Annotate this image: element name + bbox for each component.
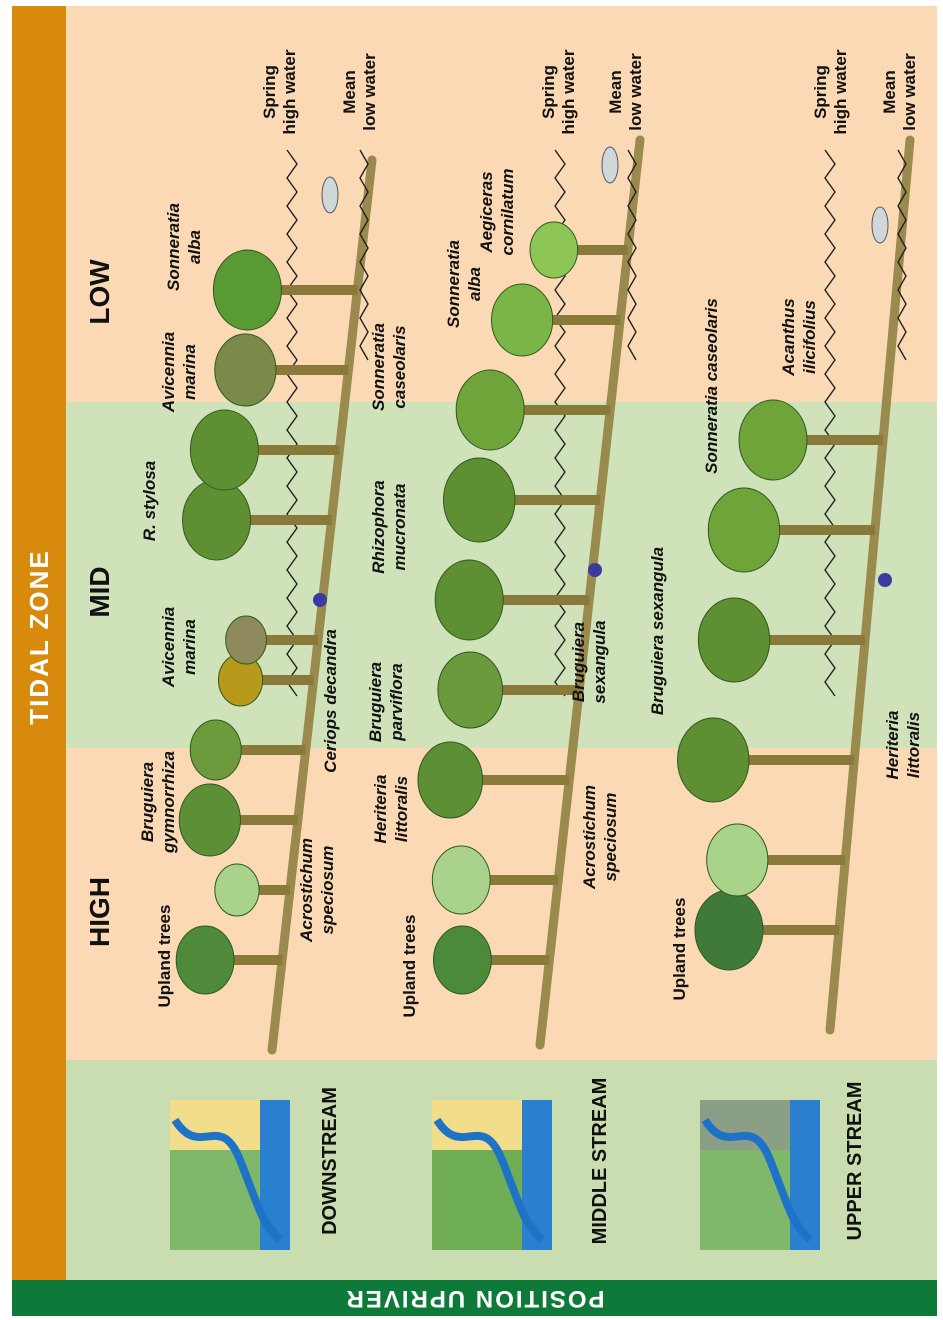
species-label: Bruguiera sexangula (647, 531, 669, 731)
position-upriver-title: POSITION UPRIVER (12, 1280, 937, 1316)
species-label: Aegiceras cornilatum (476, 152, 520, 272)
tree-crown (698, 598, 769, 682)
tree-trunk (755, 635, 865, 645)
crab-icon (588, 563, 602, 577)
shore-ground (830, 140, 910, 1030)
tree-trunk (765, 525, 875, 535)
tree-crown (215, 334, 276, 406)
tree-crown (444, 458, 515, 542)
crab-icon (878, 573, 892, 587)
species-label: Heriteria littoralis (370, 754, 414, 864)
tree-crown (695, 890, 763, 970)
position-label-middle-stream: MIDDLE STREAM (587, 1051, 613, 1271)
zone-label-high: HIGH (83, 867, 117, 957)
species-label: Bruguiera parviflora (365, 647, 409, 757)
species-label: Sonneratia alba (163, 192, 207, 302)
tree-crown (176, 926, 234, 994)
species-label: Upland trees (399, 901, 421, 1031)
species-label: Heriteria littoralis (882, 690, 926, 800)
mean-low-water-label: Mean low water (606, 42, 650, 142)
spring-high-water-line (825, 150, 835, 696)
tidal-zone-title: TIDAL ZONE (24, 537, 54, 737)
tree-trunk (258, 635, 318, 645)
tree-crown (707, 824, 768, 896)
species-label: Sonneratia caseolaris (701, 276, 723, 496)
crab-icon (313, 593, 327, 607)
species-label: Acrostichum speciosum (296, 824, 340, 956)
mean-low-water-label: Mean low water (880, 42, 924, 142)
spring-high-water-label: Spring high water (260, 37, 304, 147)
tree-crown (432, 846, 490, 914)
species-label: Avicennia marina (158, 317, 202, 427)
tree-crown (678, 718, 749, 802)
tree-crown (213, 250, 281, 330)
species-label: Ceriops decandra (320, 626, 342, 776)
position-label-upper-stream: UPPER STREAM (842, 1061, 868, 1261)
species-label: Bruguiera gymnorrhiza (137, 735, 181, 869)
tree-trunk (734, 755, 854, 765)
tree-trunk (489, 595, 589, 605)
tree-crown (530, 222, 578, 278)
tree-crown (739, 400, 807, 480)
tree-crown (438, 652, 503, 728)
tree-crown (179, 784, 240, 856)
species-label: Upland trees (154, 891, 176, 1021)
tree-trunk (469, 775, 569, 785)
fish-icon (322, 177, 338, 213)
zone-label-mid: MID (83, 552, 117, 632)
tree-trunk (231, 745, 306, 755)
fish-icon (602, 147, 618, 183)
mean-low-water-label: Mean low water (340, 42, 384, 142)
tree-crown (190, 720, 241, 780)
tree-crown (418, 742, 483, 818)
position-label-downstream: DOWNSTREAM (317, 1061, 343, 1261)
tree-crown (215, 864, 259, 916)
tree-crown (226, 616, 267, 664)
species-label: Avicennia marina (158, 592, 202, 702)
tree-crown (456, 370, 524, 450)
tree-trunk (755, 855, 845, 865)
fish-icon (872, 207, 888, 243)
species-label: Bruguiera sexangula (568, 607, 612, 717)
spring-high-water-line (287, 150, 297, 696)
tree-crown (183, 480, 251, 560)
species-label: Sonneratia caseolaris (368, 307, 412, 427)
tree-trunk (510, 405, 610, 415)
species-label: Acanthus ilicifolius (778, 282, 822, 392)
species-label: Upland trees (669, 884, 691, 1014)
tree-crown (492, 284, 553, 356)
spring-high-water-label: Spring high water (811, 37, 855, 147)
spring-high-water-label: Spring high water (539, 37, 583, 147)
species-label: Acrostichum speciosum (579, 771, 623, 903)
species-label: R. stylosa (139, 451, 161, 551)
tree-crown (435, 560, 503, 640)
species-label: Rhizophora mucronata (368, 467, 412, 587)
zone-label-low: LOW (83, 252, 117, 332)
tree-crown (433, 926, 491, 994)
tree-crown (708, 488, 779, 572)
